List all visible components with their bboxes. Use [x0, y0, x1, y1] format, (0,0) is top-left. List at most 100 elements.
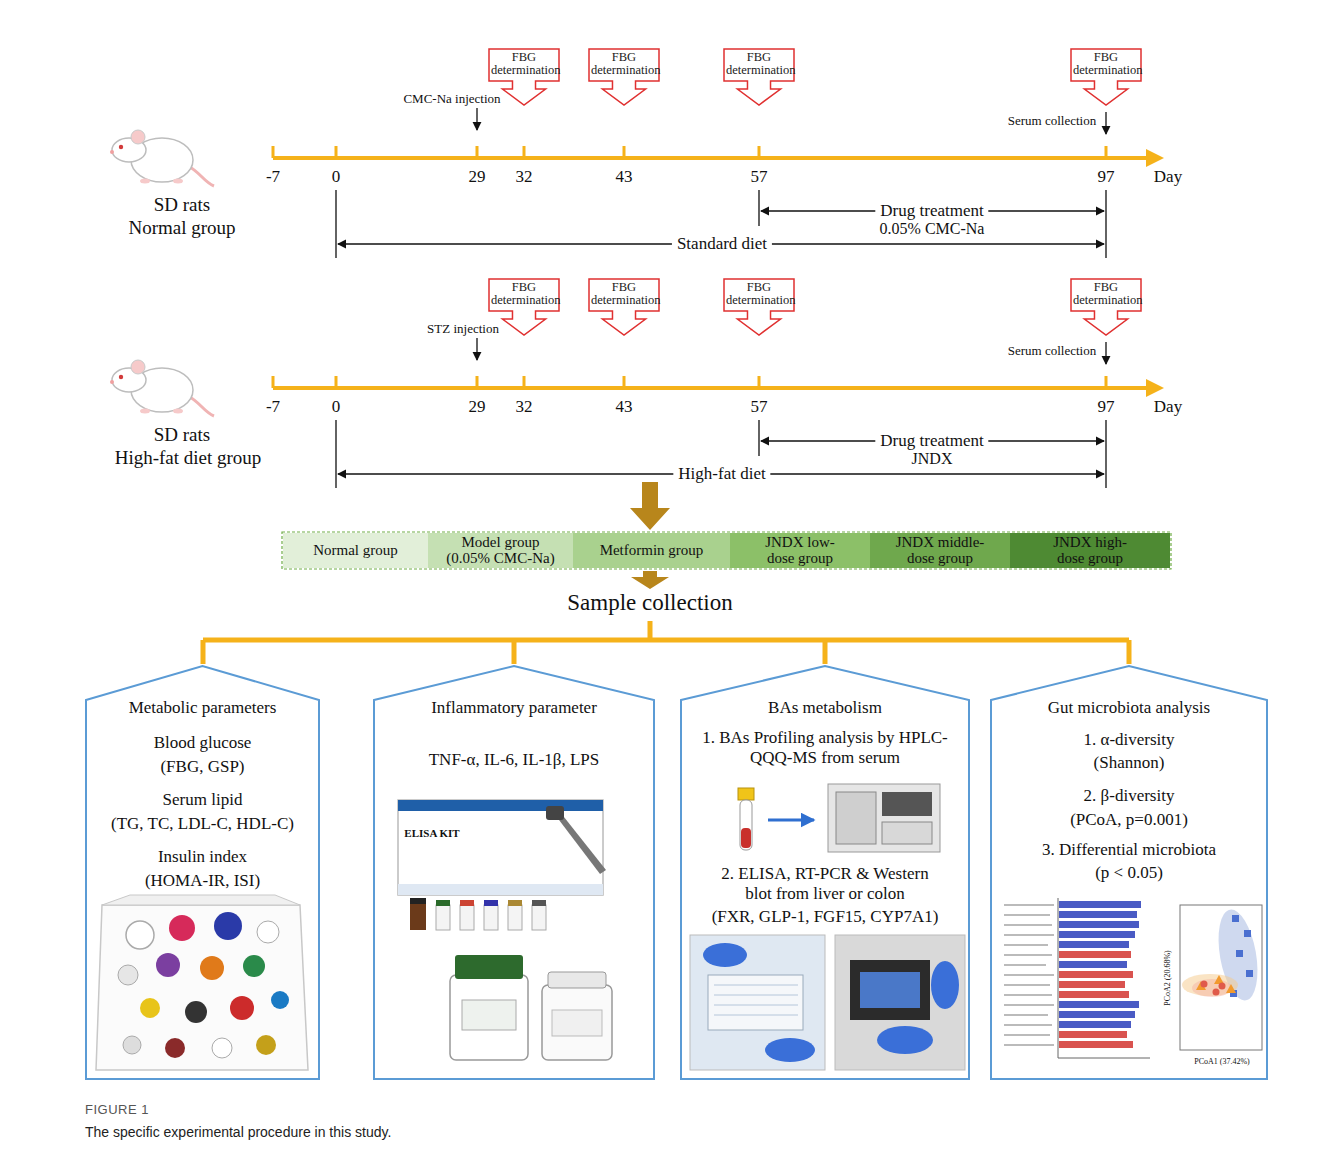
drawing-part — [738, 788, 754, 800]
elisa-kit-photo — [398, 800, 612, 1060]
drawing-part — [1059, 1001, 1139, 1008]
drawing-part — [460, 905, 474, 930]
pcoa-plot — [1180, 905, 1264, 1050]
box-text: (TG, TC, LDL-C, HDL-C) — [95, 814, 310, 834]
drawing-part — [271, 991, 289, 1009]
group-cell: JNDX middle-dose group — [870, 533, 1010, 568]
category-box: BAs metabolism 1. BAs Profiling analysis … — [680, 665, 970, 1080]
callout-text-wrap: FBG determination — [488, 51, 560, 77]
flow-arrow — [630, 482, 670, 530]
drawing-part — [1004, 1044, 1054, 1046]
callout-shape — [724, 49, 794, 105]
callout-box: FBG determination — [1070, 48, 1142, 106]
drawing-part — [850, 960, 930, 1020]
cell-text: JNDX middle-dose group — [892, 535, 988, 567]
drawing-part — [882, 822, 932, 844]
cell-text: Model group (0.05% CMC-Na) — [442, 535, 559, 567]
cell-text-wrap: JNDX low-dose group — [730, 533, 870, 568]
callout-shape — [589, 279, 659, 335]
callout-text: FBG determination — [588, 51, 660, 77]
animal-label: SD rats — [154, 424, 210, 446]
drawing-part — [1059, 991, 1129, 998]
pentagon-shape — [681, 666, 969, 1079]
drawing-part — [1059, 911, 1137, 918]
drawing-part — [542, 985, 612, 1060]
day-tick: 0 — [332, 397, 341, 417]
injection-label: STZ injection — [427, 322, 499, 337]
drawing-part — [835, 935, 965, 1070]
drawing-part — [118, 965, 138, 985]
drawing-part — [714, 985, 798, 1015]
drawing-part — [546, 806, 564, 820]
drawing-part — [450, 975, 528, 1060]
drawing-part — [1004, 1014, 1048, 1016]
drawing-part — [102, 895, 300, 905]
bracket — [203, 621, 1129, 664]
callout-shape — [489, 279, 559, 335]
drawing-part — [765, 1038, 815, 1062]
callout-box: FBG determination — [723, 278, 795, 336]
drawing-part — [230, 996, 254, 1020]
axis-label: PCoA1 (37.42%) — [1194, 1057, 1250, 1066]
drawing-part — [1004, 974, 1054, 976]
group-label: High-fat diet group — [115, 447, 262, 469]
drawing-part — [1004, 944, 1048, 946]
callout-text-wrap: FBG determination — [1070, 51, 1142, 77]
drawing-part — [1219, 983, 1226, 990]
drawing-part — [410, 898, 426, 904]
diet-label: Standard diet — [672, 234, 772, 254]
callout-text-wrap: FBG determination — [488, 281, 560, 307]
box-heading: BAs metabolism — [690, 698, 960, 718]
callout-shape — [724, 279, 794, 335]
lab-photos — [690, 935, 965, 1070]
drawing-part — [1182, 974, 1238, 996]
cell-text-wrap: Normal group — [283, 533, 428, 568]
callout-text-wrap: FBG determination — [588, 51, 660, 77]
drawing-part — [740, 800, 752, 850]
drawing-part — [436, 905, 450, 930]
drawing-part — [1059, 931, 1135, 938]
drawing-part — [1244, 930, 1251, 937]
drawing-part — [398, 800, 603, 895]
box-text: 1. α-diversity — [1000, 730, 1258, 750]
drawing-part — [257, 921, 279, 943]
bar-chart — [1004, 898, 1150, 1058]
callout-box: FBG determination — [588, 278, 660, 336]
kit-label: ELISA KIT — [404, 827, 459, 840]
callout-shape — [1071, 49, 1141, 105]
drawing-part — [1059, 901, 1141, 908]
box-text: (HOMA-IR, ISI) — [95, 871, 310, 891]
callout-text: FBG determination — [723, 281, 795, 307]
drawing-part — [860, 972, 920, 1008]
diet-label: High-fat diet — [673, 464, 770, 484]
timeline — [273, 338, 1164, 488]
box-text: 2. ELISA, RT-PCR & Western blot from liv… — [709, 864, 941, 904]
drawing-part — [690, 935, 825, 1070]
drawing-part — [185, 1001, 207, 1023]
pentagon-shape — [374, 666, 654, 1079]
drawing-part — [1058, 898, 1059, 1058]
group-label: Normal group — [128, 217, 235, 239]
drawing-part — [1004, 954, 1052, 956]
collection-label: Serum collection — [1008, 344, 1096, 359]
drawing-part — [1059, 941, 1129, 948]
callout-text-wrap: FBG determination — [723, 51, 795, 77]
injection-label: CMC-Na injection — [403, 92, 500, 107]
drawing-part — [140, 998, 160, 1018]
box-text: 3. Differential microbiota — [1000, 840, 1258, 860]
drawing-part — [410, 902, 426, 930]
box-text: 1. BAs Profiling analysis by HPLC-QQQ-MS… — [694, 728, 956, 768]
drawing-part — [156, 953, 180, 977]
drawing-part — [1004, 904, 1054, 906]
cell-text: JNDX high-dose group — [1042, 535, 1138, 567]
drawing-part — [1059, 951, 1131, 958]
day-tick: 29 — [469, 167, 486, 187]
cell-text: Metformin group — [600, 543, 704, 559]
callout-text: FBG determination — [723, 51, 795, 77]
box-text: Blood glucose — [95, 733, 310, 753]
drawing-part — [532, 905, 546, 930]
group-cell: JNDX high-dose group — [1010, 533, 1170, 568]
axis-unit: Day — [1154, 397, 1182, 417]
